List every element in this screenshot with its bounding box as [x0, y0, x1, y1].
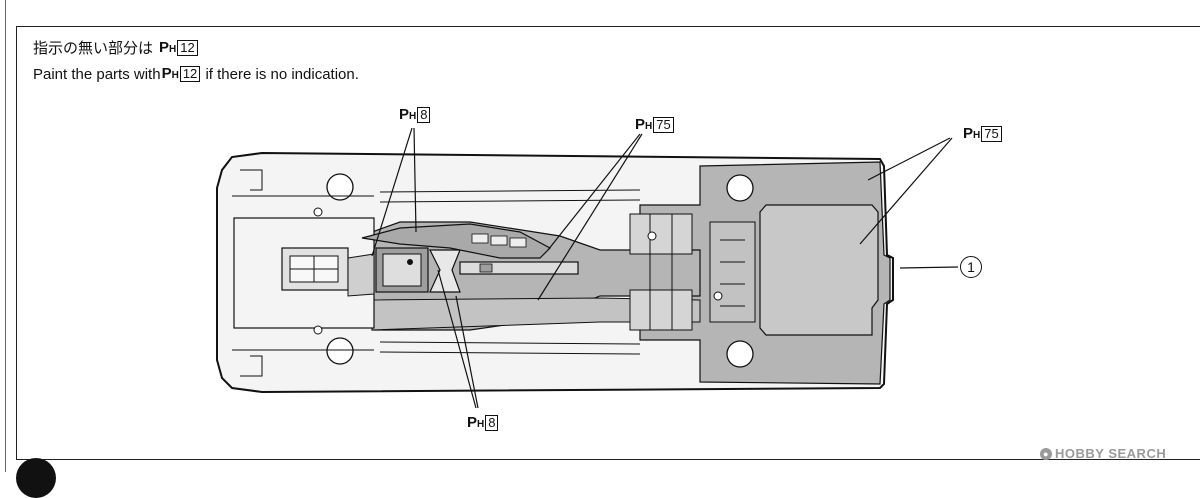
instruction-en-prefix: Paint the parts with	[33, 66, 161, 83]
exhaust-pipe	[361, 223, 551, 259]
tunnel-lower-strip	[371, 297, 701, 331]
rear-left-mount	[726, 174, 754, 202]
spare-tire-well	[759, 204, 879, 336]
instruction-frame	[16, 26, 1200, 460]
step-number-marker	[16, 458, 56, 498]
paint-code-8-bottom: 8	[485, 415, 499, 431]
paint-code-75-rear: 75	[981, 126, 1002, 142]
part-number-badge: 1	[960, 256, 982, 278]
leader-lines	[371, 127, 959, 409]
paint-code-75-tunnel: 75	[653, 117, 674, 133]
rear-axle-upper	[629, 213, 693, 255]
chassis-underside-diagram	[216, 127, 959, 409]
paint-code-8-top: 8	[417, 107, 431, 123]
instruction-jp-text: 指示の無い部分は	[33, 40, 154, 57]
hobby-search-logo-icon: ●	[1040, 447, 1052, 460]
rear-right-mount	[726, 340, 754, 368]
bellhousing	[347, 253, 375, 297]
rear-axle-lower	[629, 289, 693, 331]
front-left-mount	[326, 173, 354, 201]
watermark-text: HOBBY SEARCH	[1055, 446, 1167, 461]
front-right-mount	[326, 337, 354, 365]
left-margin-rule	[0, 0, 6, 472]
watermark: ● HOBBY SEARCH	[1040, 446, 1166, 461]
fuel-tank	[709, 221, 756, 323]
instruction-en-suffix: if there is no indication.	[201, 66, 359, 83]
